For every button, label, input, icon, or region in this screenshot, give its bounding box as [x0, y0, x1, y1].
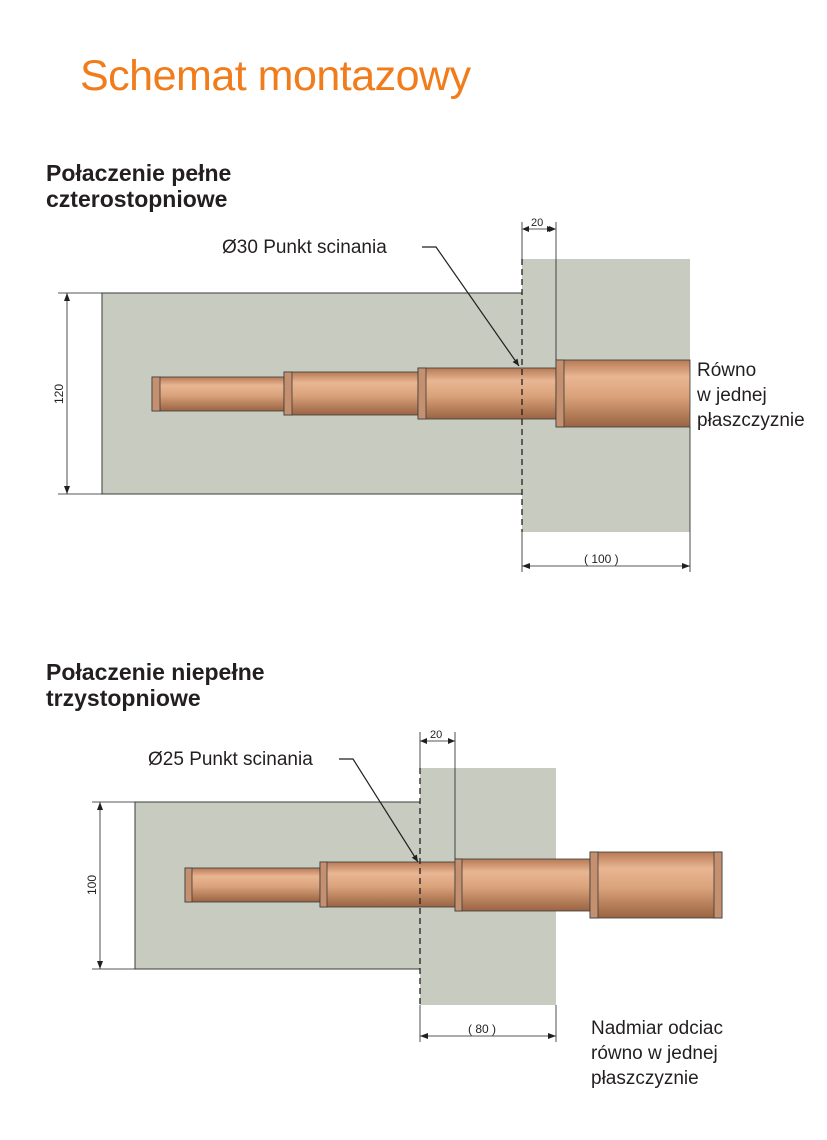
section1-note-line3: płaszczyznie	[697, 410, 805, 431]
section1-dim-height: 120	[52, 384, 66, 404]
section2-note-line2: równo w jednej	[591, 1043, 718, 1064]
section2-dim-top: 20	[430, 729, 442, 741]
section1-heading-line2: czterostopniowe	[46, 186, 228, 212]
page-title: Schemat montazowy	[80, 52, 471, 100]
section2-note-line3: płaszczyznie	[591, 1068, 699, 1089]
shear-leader	[339, 758, 419, 863]
section2-dim-height: 100	[85, 875, 99, 895]
section1-heading: Połaczenie pełne czterostopniowe	[46, 160, 231, 212]
dowel	[151, 359, 691, 428]
section1-note-line2: w jednej	[696, 385, 767, 406]
dowel	[184, 851, 723, 919]
section2-note-line1: Nadmiar odciac	[591, 1018, 723, 1039]
diagram-partial-connection: Ø25 Punkt scinania 20 100 ( 80 ) Nadmiar…	[85, 729, 723, 1089]
section1-shear-label: Ø30 Punkt scinania	[222, 237, 387, 258]
section1-heading-line1: Połaczenie pełne	[46, 160, 232, 186]
section1-dim-top: 20	[531, 217, 543, 229]
section1-note-line1: Równo	[697, 360, 756, 381]
section2-heading: Połaczenie niepełne trzystopniowe	[46, 659, 265, 711]
section2-dim-bottom: ( 80 )	[468, 1022, 496, 1036]
section2-heading-line1: Połaczenie niepełne	[46, 659, 265, 685]
diagram-full-connection: Ø30 Punkt scinania 20 120 ( 100 ) Równo …	[52, 217, 805, 572]
section2-heading-line2: trzystopniowe	[46, 685, 201, 711]
shear-leader	[422, 246, 520, 367]
section1-dim-bottom: ( 100 )	[584, 552, 619, 566]
section2-shear-label: Ø25 Punkt scinania	[148, 749, 313, 770]
